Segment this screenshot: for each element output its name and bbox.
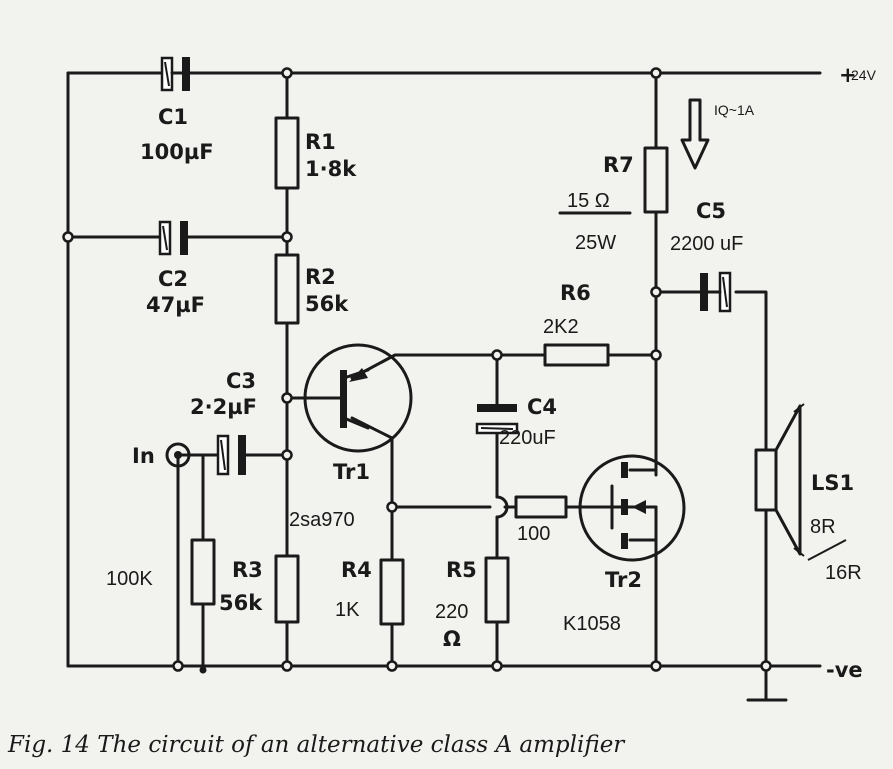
r7-value-label: 15 Ω [567,190,610,212]
resistor-r7 [643,146,669,214]
junction-dot [281,67,293,79]
c2-name-label: C2 [158,267,188,291]
junction-dot [386,660,398,672]
junction-dot [650,67,662,79]
r-in-value-label: 100K [106,568,153,590]
input-label: In [132,444,155,468]
resistor-r4 [379,558,405,626]
r1-value-label: 1·8k [305,157,357,181]
resistor-r2 [274,253,300,325]
ls1-impedance-b-label: 16R [825,562,862,584]
resistor-input-100k [190,538,216,606]
resistor-gate-100 [514,495,568,519]
r2-value-label: 56k [305,292,349,316]
supply-plus-label: + [839,63,857,87]
input-jack-icon [165,442,191,468]
junction-dot [281,231,293,243]
r3-name-label: R3 [232,558,263,582]
resistor-r3 [274,554,300,624]
r5-name-label: R5 [446,558,477,582]
r5-unit-label: Ω [443,627,461,651]
r2-name-label: R2 [305,265,336,289]
iq-label: IQ~1A [714,102,755,118]
capacitor-c2 [158,220,202,256]
junction-dot [491,349,503,361]
tr1-name-label: Tr1 [333,460,370,484]
tr2-name-label: Tr2 [605,568,642,592]
supply-voltage-label: 24V [851,67,877,83]
resistor-r5 [484,556,510,624]
junction-dot [199,666,207,674]
r4-name-label: R4 [341,558,372,582]
tr1-part-label: 2sa970 [289,509,355,531]
c4-value-label: 220uF [499,427,556,449]
r3-value-label: 56k [219,591,263,615]
speaker-ls1-icon [754,403,805,557]
c3-name-label: C3 [226,369,256,393]
r5-value-label: 220 [435,601,468,623]
junction-dot [650,660,662,672]
resistor-r6 [543,343,610,367]
junction-dot [281,660,293,672]
c1-name-label: C1 [158,105,188,129]
r7-power-label: 25W [575,232,616,254]
r1-name-label: R1 [305,130,336,154]
junctions [62,67,772,674]
capacitor-c5 [700,271,732,313]
transistor-tr1 [303,343,413,453]
transistor-tr2 [578,454,686,562]
current-arrow-icon [680,98,710,170]
figure-caption: Fig. 14 The circuit of an alternative cl… [7,732,626,758]
junction-dot [281,392,293,404]
capacitor-c1 [160,56,204,92]
junction-dot [62,231,74,243]
junction-dot [172,660,184,672]
r-gate-value-label: 100 [517,523,550,545]
r4-value-label: 1K [335,599,360,621]
c1-value-label: 100µF [140,140,214,164]
c5-name-label: C5 [696,199,726,223]
capacitor-c4 [475,404,519,435]
tr2-part-label: K1058 [563,613,621,635]
ls1-impedance-a-label: 8R [810,516,836,538]
junction-dot [386,501,398,513]
junction-dot [491,660,503,672]
resistor-r1 [274,116,300,190]
r7-name-label: R7 [603,153,634,177]
c5-value-label: 2200 uF [670,233,743,255]
junction-dot [760,660,772,672]
capacitor-c3 [216,434,252,476]
ls1-name-label: LS1 [811,471,854,495]
c2-value-label: 47µF [146,293,205,317]
r6-value-label: 2K2 [543,316,579,338]
junction-dot [650,349,662,361]
junction-dot [650,286,662,298]
junction-dot [281,449,293,461]
c3-value-label: 2·2µF [190,395,257,419]
r6-name-label: R6 [560,281,591,305]
ground-label: -ve [826,658,863,682]
c4-name-label: C4 [527,395,557,419]
